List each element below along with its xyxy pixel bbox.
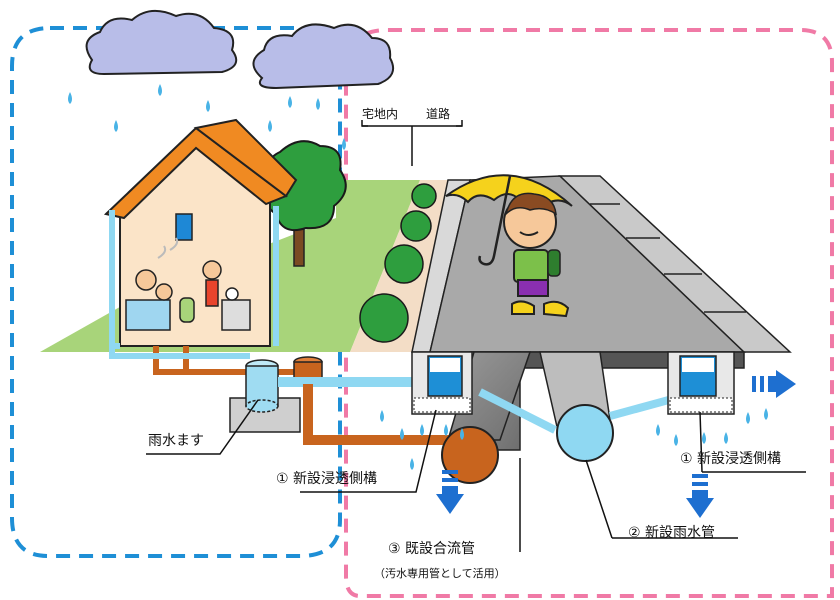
cloud-icon (252, 23, 394, 90)
existing-combined-pipe-end (441, 426, 499, 484)
existing-combined-pipe-label: ③ 既設合流管 (388, 541, 476, 557)
child-icon (503, 192, 570, 318)
raindrop-icon (380, 408, 768, 470)
infiltration-side-channel-left (411, 351, 473, 415)
new-infiltration-side-channel-label-right: ① 新設浸透側構 (680, 451, 782, 467)
doro-label: 道路 (426, 107, 451, 121)
rainwater-inlet (229, 359, 301, 433)
arrow-right-icon (752, 370, 796, 398)
new-storm-pipe-end (556, 404, 614, 462)
infiltration-trench-link-left (478, 388, 557, 434)
takuchinai-label: 宅地内 (362, 107, 399, 121)
infiltration-trench-link (608, 394, 678, 420)
cloud-icon (85, 9, 238, 76)
raindrop-icon (68, 84, 346, 150)
new-storm-pipe-label: ② 新設雨水管 (628, 525, 716, 541)
house-icon (103, 118, 298, 347)
arrow-down-icon (686, 474, 714, 518)
rainwater-inlet-label: 雨水ます (148, 433, 204, 449)
residential-area-boundary (10, 26, 342, 558)
infiltration-side-channel-right (667, 351, 735, 415)
arrow-down-icon (436, 470, 464, 514)
new-infiltration-side-channel-label-left: ① 新設浸透側構 (276, 471, 378, 487)
annotation-lines (146, 120, 806, 552)
existing-combined-pipe-note: （汚水専用管として活用） (374, 567, 506, 580)
shrub-icon (359, 183, 437, 343)
road-gutter-blocks (558, 175, 792, 353)
lawn-strip (336, 180, 420, 352)
